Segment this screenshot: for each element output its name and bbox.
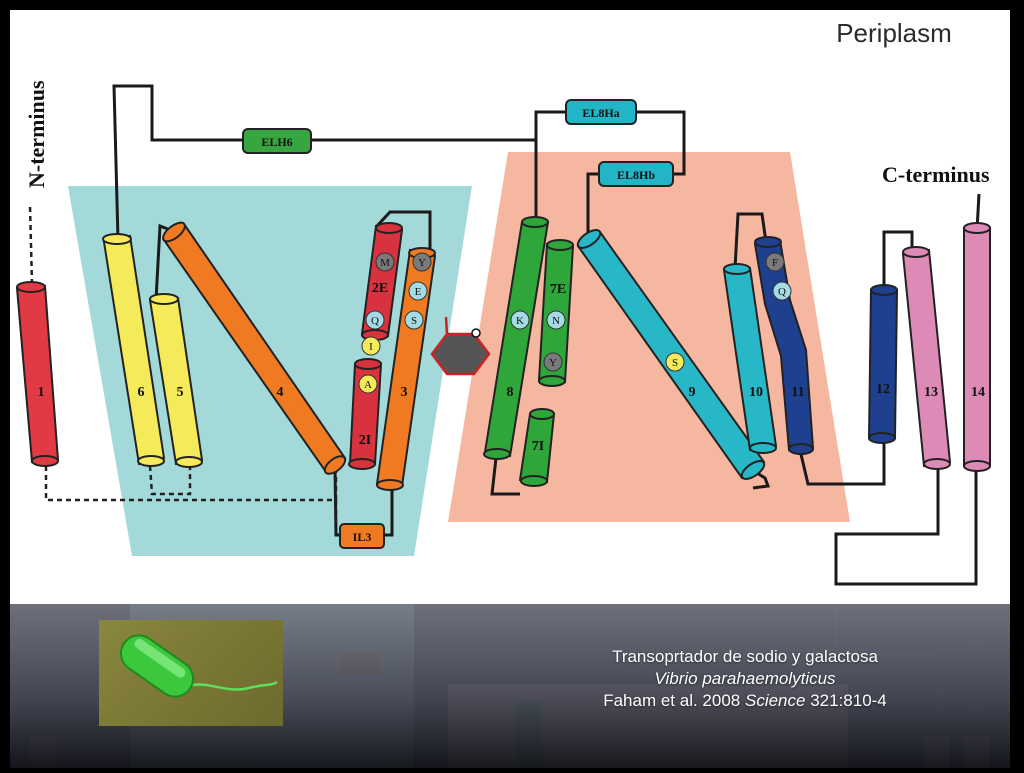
helix-12-label: 12 bbox=[876, 382, 890, 397]
loop-el8ha-label: EL8Ha bbox=[582, 106, 619, 120]
helix-7I-label: 7I bbox=[532, 439, 544, 454]
helix-1 bbox=[15, 281, 60, 467]
bacterium-image bbox=[119, 634, 278, 698]
loop-el8ha: EL8Ha bbox=[565, 99, 637, 125]
residue-s-tm3: S bbox=[404, 310, 424, 330]
helix-12 bbox=[867, 284, 899, 444]
svg-text:E: E bbox=[415, 286, 422, 298]
helix-14-label: 14 bbox=[971, 385, 985, 400]
periplasm-label: Periplasm bbox=[836, 18, 952, 48]
helix-5 bbox=[148, 293, 204, 468]
loop-il3: IL3 bbox=[339, 523, 385, 549]
helices bbox=[15, 216, 991, 491]
residue-s-tm9: S bbox=[665, 352, 685, 372]
n-terminus-label: N-terminus bbox=[24, 80, 49, 188]
residue-y-tm3: Y bbox=[412, 252, 432, 272]
helix-3-label: 3 bbox=[401, 385, 408, 400]
c-terminus-label: C-terminus bbox=[882, 162, 990, 187]
helix-10-label: 10 bbox=[749, 385, 763, 400]
svg-text:F: F bbox=[772, 257, 778, 269]
loop-el8hb-label: EL8Hb bbox=[617, 168, 655, 182]
residue-k: K bbox=[510, 310, 530, 330]
helix-2E-label: 2E bbox=[372, 281, 388, 296]
svg-text:S: S bbox=[411, 315, 417, 327]
loop-il3-label: IL3 bbox=[353, 530, 372, 544]
helix-4 bbox=[162, 221, 347, 475]
caption-title: Transoprtador de sodio y galactosa bbox=[612, 647, 878, 666]
loop-elh6-label: ELH6 bbox=[261, 135, 292, 149]
helix-14 bbox=[963, 222, 991, 472]
helix-6 bbox=[102, 233, 166, 467]
svg-text:K: K bbox=[516, 315, 524, 327]
helix-8 bbox=[483, 216, 550, 460]
galactose-ligand bbox=[430, 316, 491, 376]
residue-q-tm2: Q bbox=[365, 310, 385, 330]
helix-9-label: 9 bbox=[689, 385, 696, 400]
helix-4-label: 4 bbox=[277, 385, 284, 400]
svg-text:A: A bbox=[364, 379, 372, 391]
residue-q-tm11: Q bbox=[772, 281, 792, 301]
helix-1-label: 1 bbox=[38, 385, 45, 400]
helix-13 bbox=[901, 246, 952, 470]
caption: Transoprtador de sodio y galactosa Vibri… bbox=[560, 646, 930, 712]
helix-2E bbox=[360, 222, 404, 341]
svg-text:Y: Y bbox=[549, 357, 557, 369]
loop-el8hb: EL8Hb bbox=[598, 161, 674, 187]
helix-7E-label: 7E bbox=[550, 282, 566, 297]
residue-e: E bbox=[408, 281, 428, 301]
svg-text:Q: Q bbox=[371, 315, 379, 327]
bacterium-photo bbox=[99, 620, 283, 726]
caption-species: Vibrio parahaemolyticus bbox=[654, 669, 836, 688]
svg-text:Q: Q bbox=[778, 286, 786, 298]
helix-13-label: 13 bbox=[924, 385, 938, 400]
helix-6-label: 6 bbox=[138, 385, 145, 400]
helix-2I-label: 2I bbox=[359, 433, 371, 448]
loop-elh6: ELH6 bbox=[242, 128, 312, 154]
dashed-loops bbox=[28, 205, 338, 530]
svg-text:I: I bbox=[369, 341, 373, 353]
helix-10 bbox=[722, 263, 778, 454]
svg-text:Y: Y bbox=[418, 257, 426, 269]
residues: M Y E Q S I A K bbox=[358, 252, 792, 394]
svg-text:S: S bbox=[672, 357, 678, 369]
residue-m: M bbox=[375, 252, 395, 272]
helix-8-label: 8 bbox=[507, 385, 514, 400]
loop-boxes: ELH6 EL8Ha EL8Hb IL3 bbox=[242, 99, 674, 549]
svg-text:M: M bbox=[380, 257, 390, 269]
residue-a: A bbox=[358, 374, 378, 394]
svg-text:N: N bbox=[552, 315, 560, 327]
residue-n: N bbox=[546, 310, 566, 330]
helix-labels: 1 6 5 4 2E 2I 3 8 7E 7I 9 10 11 12 13 14 bbox=[38, 281, 986, 454]
residue-i: I bbox=[361, 336, 381, 356]
helix-11-label: 11 bbox=[791, 385, 804, 400]
residue-y-tm7: Y bbox=[543, 352, 563, 372]
helix-7I bbox=[518, 408, 556, 487]
helix-5-label: 5 bbox=[177, 385, 184, 400]
caption-citation: Faham et al. 2008 Science 321:810-4 bbox=[603, 691, 887, 710]
residue-f: F bbox=[765, 252, 785, 272]
